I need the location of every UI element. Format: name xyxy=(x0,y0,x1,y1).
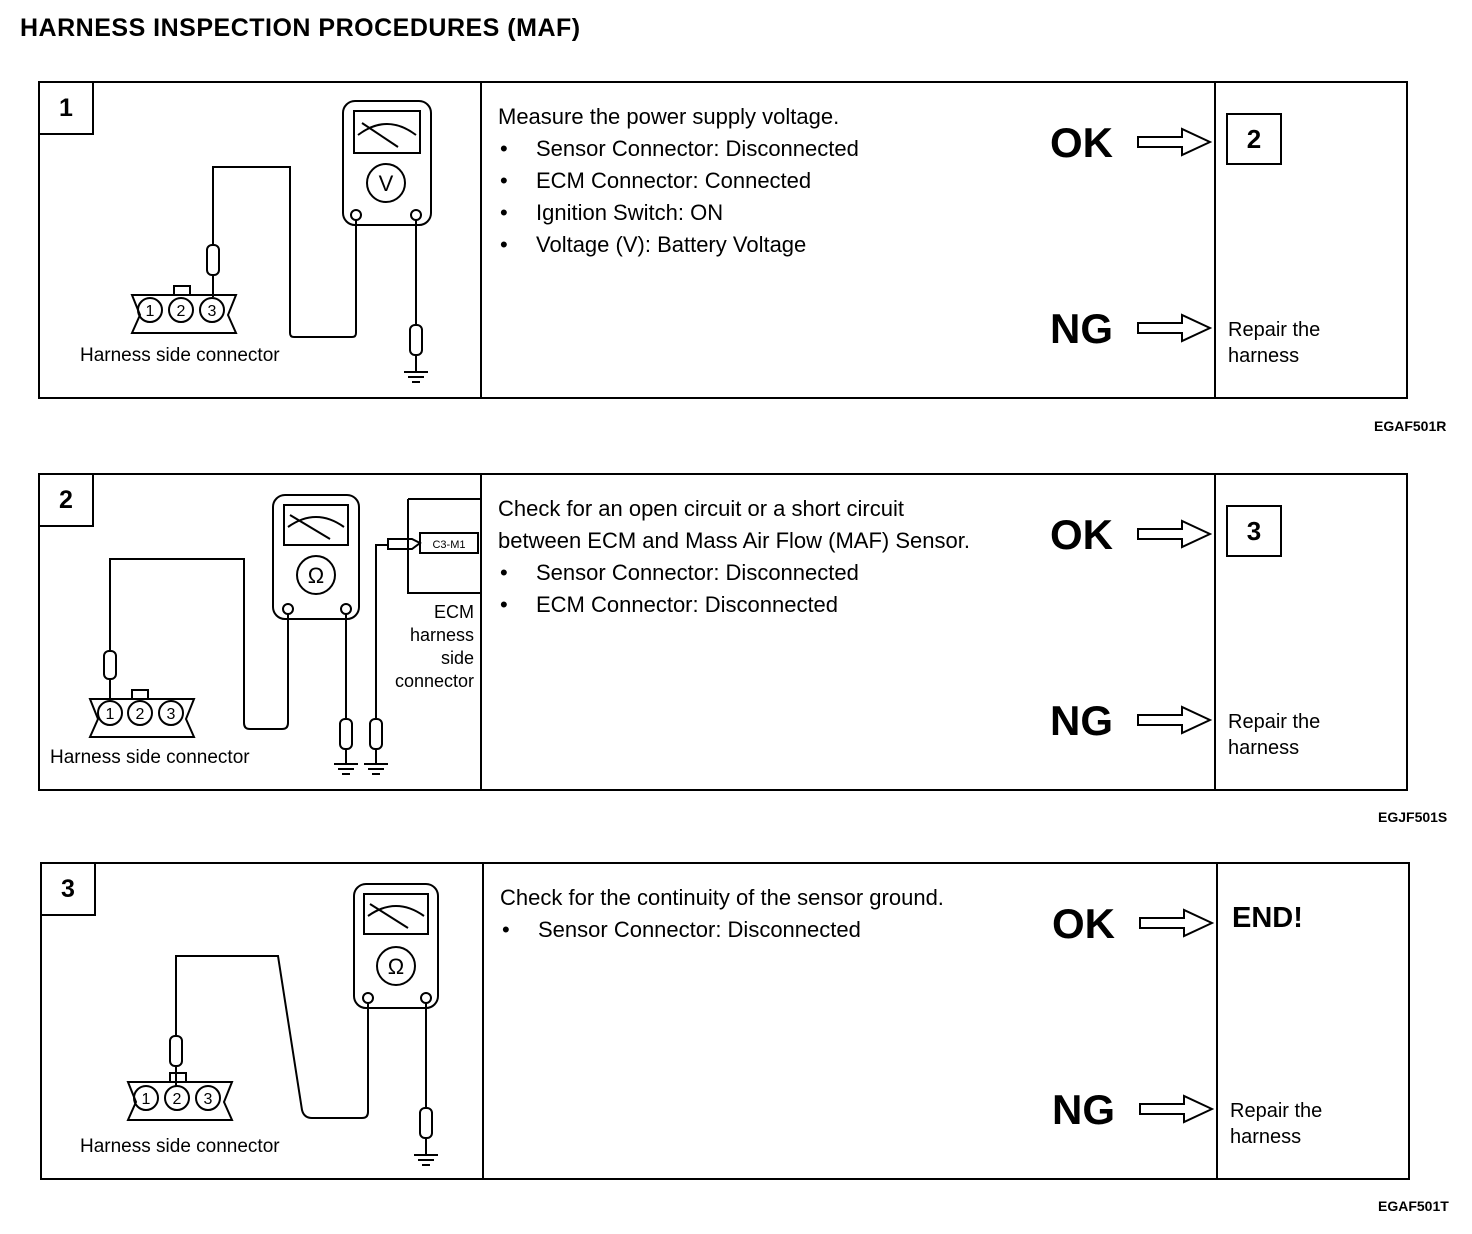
step-2-result: 3 Repair the harness xyxy=(1214,475,1406,789)
ohm-symbol: Ω xyxy=(388,954,404,979)
figure-code: EGAF501R xyxy=(1374,418,1447,434)
step-3-result: END! Repair the harness xyxy=(1216,864,1408,1178)
end-label: END! xyxy=(1232,902,1303,934)
ng-label: NG xyxy=(1050,697,1113,744)
connector-caption: Harness side connector xyxy=(80,1136,280,1157)
step-number: 3 xyxy=(42,864,96,916)
repair-text: Repair the harness xyxy=(1228,319,1321,367)
figure-code: EGJF501S xyxy=(1378,809,1448,825)
step-3-panel: Ω 1 2 3 3 Harness side connector Check f… xyxy=(40,862,1410,1180)
pin-3-label: 3 xyxy=(167,706,176,723)
instruction-text: Measure the power supply voltage. xyxy=(498,104,840,129)
step-1-figure: V 1 2 3 1 Harness side connector xyxy=(40,83,482,397)
ohm-symbol: Ω xyxy=(308,563,324,588)
condition-list: Sensor Connector: Disconnected ECM Conne… xyxy=(498,557,1058,621)
connector-caption: Harness side connector xyxy=(80,345,280,366)
step-3-figure: Ω 1 2 3 3 Harness side connector xyxy=(42,864,484,1178)
arrow-right-icon xyxy=(1137,127,1212,157)
pin-2-label: 2 xyxy=(173,1091,182,1108)
step-1-result: 2 Repair the harness xyxy=(1214,83,1406,397)
ok-label: OK xyxy=(1050,511,1113,558)
ecm-connector-label: ECM harness side connector xyxy=(394,602,474,691)
next-step-box: 3 xyxy=(1226,505,1282,557)
arrow-right-icon xyxy=(1139,908,1214,938)
arrow-right-icon xyxy=(1137,705,1212,735)
next-step-box: 2 xyxy=(1226,113,1282,165)
repair-text: Repair the harness xyxy=(1230,1100,1323,1148)
condition-item: ECM Connector: Connected xyxy=(498,165,1058,197)
condition-list: Sensor Connector: Disconnected xyxy=(500,914,1060,946)
condition-item: Ignition Switch: ON xyxy=(498,197,1058,229)
figure-code: EGAF501T xyxy=(1378,1198,1449,1214)
connector-caption: Harness side connector xyxy=(50,747,250,768)
step-1-panel: V 1 2 3 1 Harness side connector Measure… xyxy=(38,81,1408,399)
pin-1-label: 1 xyxy=(106,706,115,723)
instruction-text: Check for the continuity of the sensor g… xyxy=(500,885,944,910)
step-2-instructions: Check for an open circuit or a short cir… xyxy=(498,493,1058,621)
pin-1-label: 1 xyxy=(142,1091,151,1108)
ng-label: NG xyxy=(1052,1086,1115,1133)
instruction-text: between ECM and Mass Air Flow (MAF) Sens… xyxy=(498,528,970,553)
ecm-connector-tag: C3-M1 xyxy=(432,539,465,551)
step-3-instructions: Check for the continuity of the sensor g… xyxy=(500,882,1060,946)
pin-2-label: 2 xyxy=(136,706,145,723)
step-number: 1 xyxy=(40,83,94,135)
page-title: HARNESS INSPECTION PROCEDURES (MAF) xyxy=(20,14,581,42)
pin-3-label: 3 xyxy=(208,303,217,320)
repair-text: Repair the harness xyxy=(1228,711,1321,759)
condition-item: Sensor Connector: Disconnected xyxy=(498,557,1058,589)
arrow-right-icon xyxy=(1137,519,1212,549)
condition-list: Sensor Connector: Disconnected ECM Conne… xyxy=(498,133,1058,261)
volt-symbol: V xyxy=(379,171,394,196)
condition-item: ECM Connector: Disconnected xyxy=(498,589,1058,621)
step-1-instructions: Measure the power supply voltage. Sensor… xyxy=(498,101,1058,261)
arrow-right-icon xyxy=(1137,313,1212,343)
condition-item: Sensor Connector: Disconnected xyxy=(500,914,1060,946)
ng-label: NG xyxy=(1050,305,1113,352)
instruction-text: Check for an open circuit or a short cir… xyxy=(498,496,904,521)
condition-item: Sensor Connector: Disconnected xyxy=(498,133,1058,165)
condition-item: Voltage (V): Battery Voltage xyxy=(498,229,1058,261)
pin-3-label: 3 xyxy=(204,1091,213,1108)
pin-2-label: 2 xyxy=(177,303,186,320)
pin-1-label: 1 xyxy=(146,303,155,320)
ohmmeter-diagram: C3-M1 Ω 1 2 3 xyxy=(88,494,480,775)
step-2-figure: C3-M1 Ω 1 2 3 2 ECM harness side connect… xyxy=(40,475,482,789)
step-2-panel: C3-M1 Ω 1 2 3 2 ECM harness side connect… xyxy=(38,473,1408,791)
arrow-right-icon xyxy=(1139,1094,1214,1124)
ok-label: OK xyxy=(1052,900,1115,947)
step-number: 2 xyxy=(40,475,94,527)
ohmmeter-diagram: Ω 1 2 3 xyxy=(126,883,439,1166)
ok-label: OK xyxy=(1050,119,1113,166)
voltmeter-diagram: V 1 2 3 xyxy=(130,100,432,383)
